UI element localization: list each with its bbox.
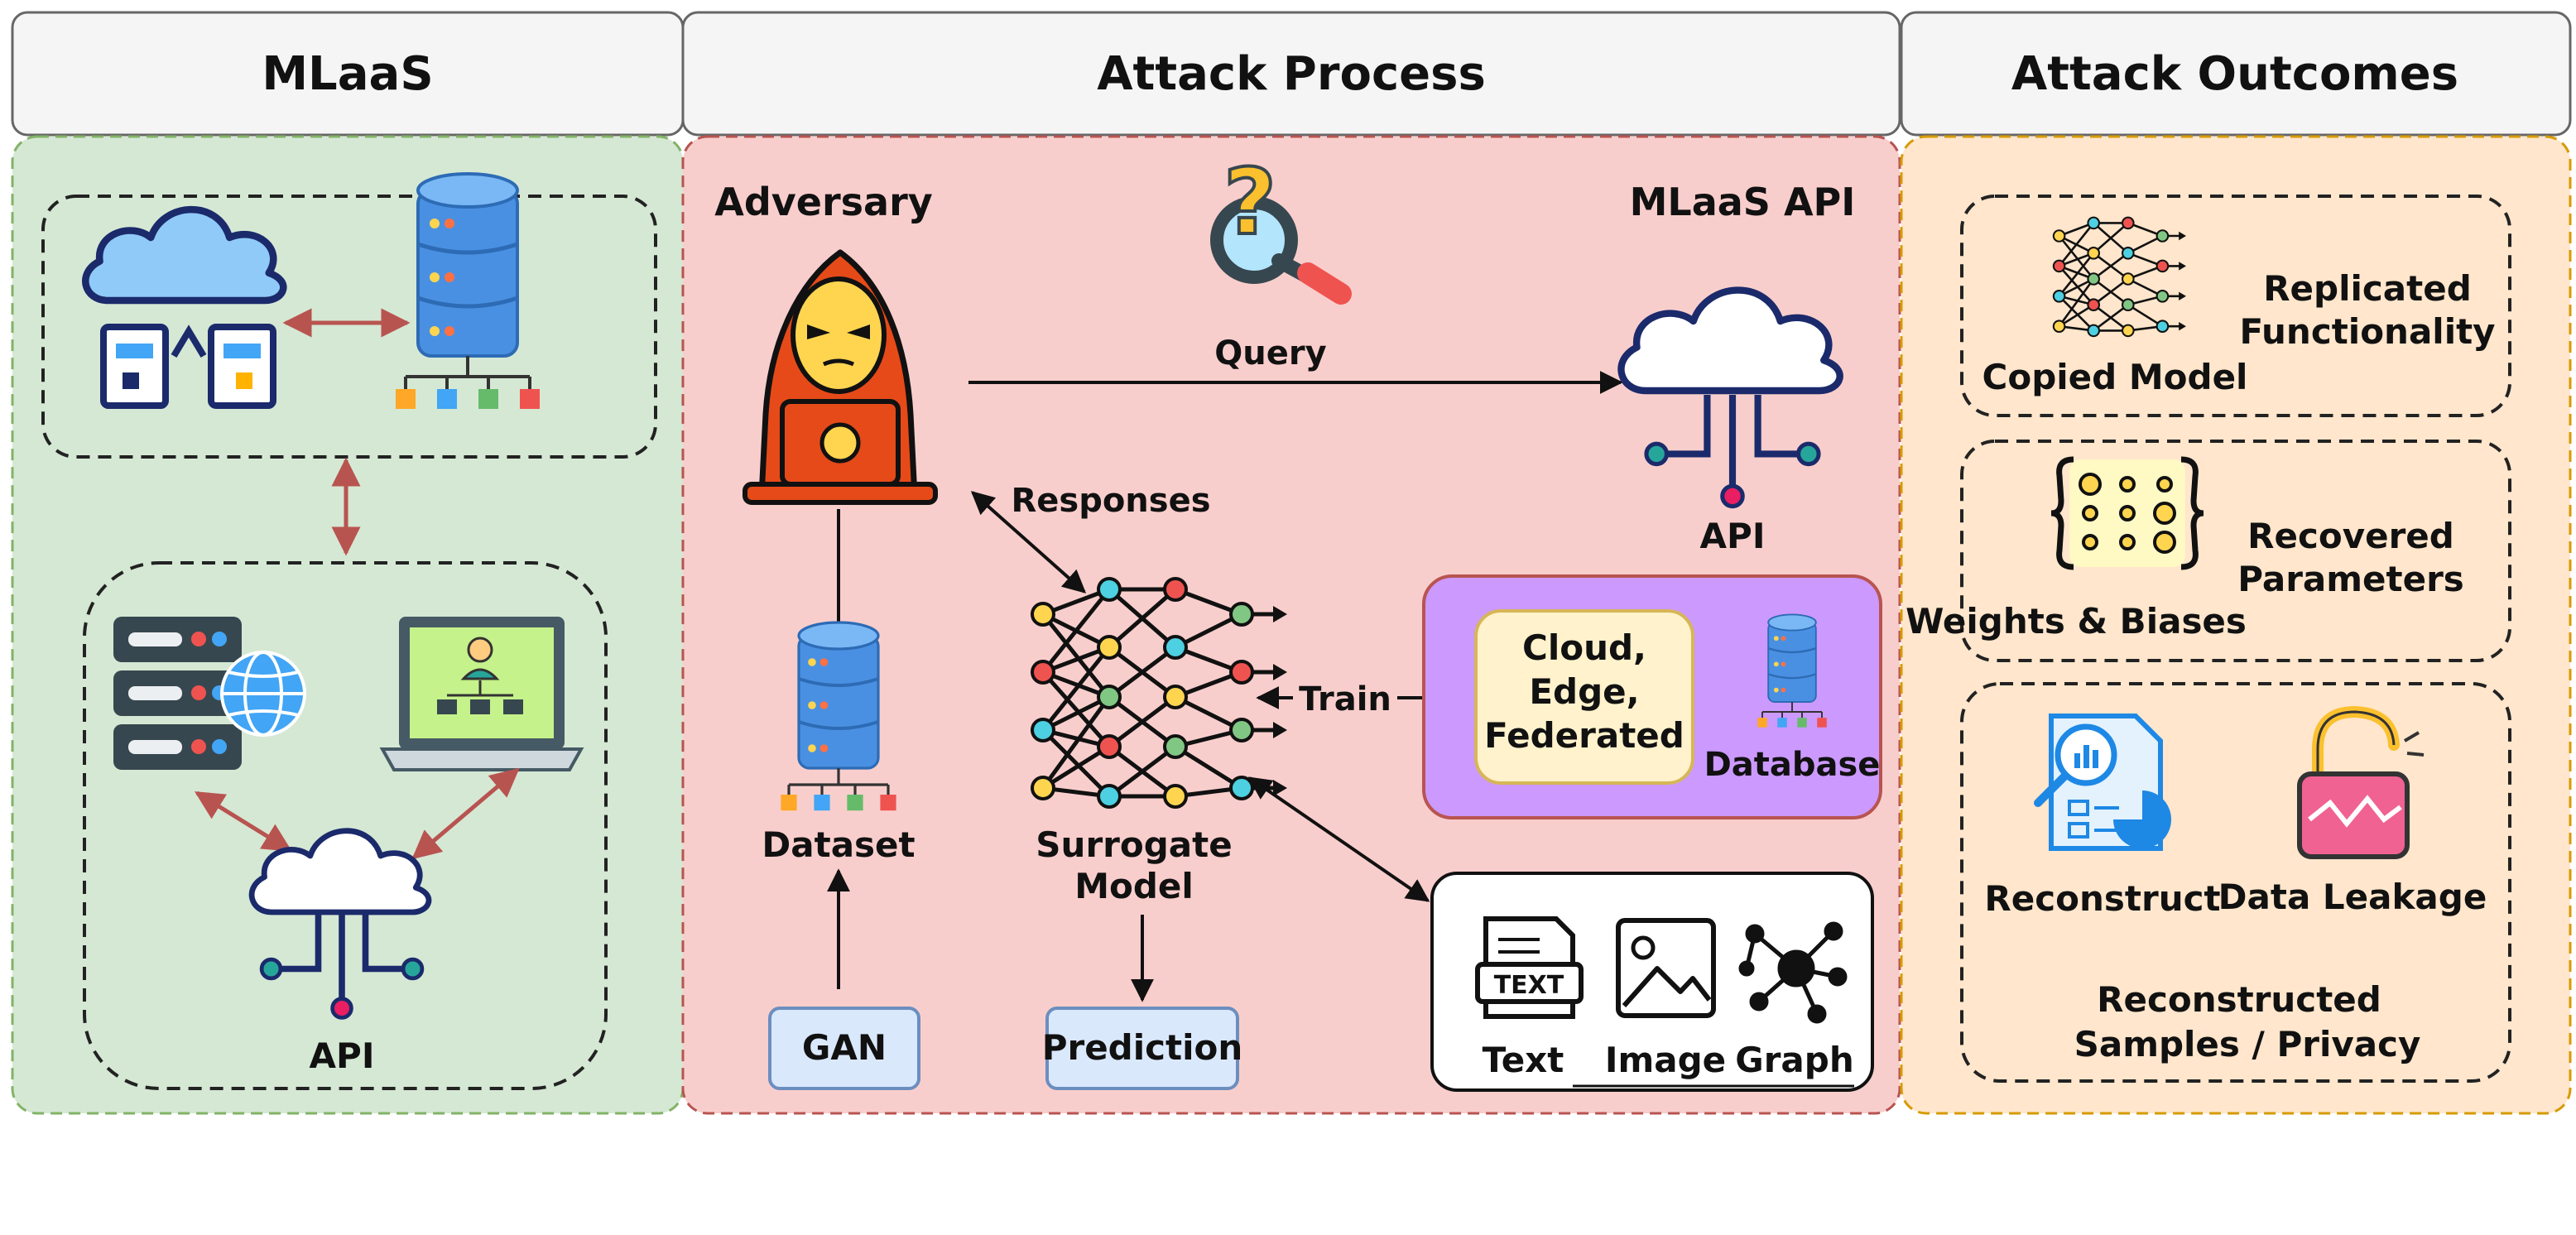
deployment-database-label: Database — [1704, 746, 1881, 784]
responses-arrow — [970, 491, 1087, 593]
recovered-line1: Recovered — [2247, 516, 2454, 556]
header-mlaas: MLaaS — [11, 11, 685, 137]
server-cloud-link — [195, 790, 292, 853]
server-rack-icon — [113, 617, 242, 770]
broken-lock-icon — [2297, 705, 2425, 859]
attack-outcomes-panel — [1900, 135, 2572, 1115]
image-label: Image — [1605, 1040, 1726, 1080]
globe-icon — [220, 651, 306, 737]
responses-label: Responses — [1011, 482, 1210, 520]
adversary-label: Adversary — [714, 180, 933, 224]
server-units-icon — [100, 324, 276, 409]
laptop-icon — [379, 617, 584, 771]
data-leakage-label: Data Leakage — [2218, 877, 2487, 917]
text-label: Text — [1483, 1040, 1564, 1080]
modality-group: TEXT Text Image Graph — [1430, 872, 1874, 1092]
mlaas-api-label: API — [310, 1036, 375, 1076]
header-attack-process: Attack Process — [681, 11, 1901, 137]
recovered-line2: Parameters — [2237, 559, 2464, 599]
surrogate-label-line2: Model — [1074, 866, 1194, 906]
weights-group — [1960, 440, 2511, 662]
gan-label: GAN — [802, 1027, 887, 1068]
graph-icon — [1738, 921, 1848, 1024]
text-document-icon: TEXT — [1475, 916, 1584, 1019]
image-icon — [1616, 918, 1716, 1018]
header-attack-outcomes-label: Attack Outcomes — [2011, 47, 2458, 101]
prediction-label: Prediction — [1042, 1027, 1243, 1068]
header-attack-process-label: Attack Process — [1097, 47, 1486, 101]
train-label: Train — [1299, 680, 1391, 718]
text-icon-word: TEXT — [1494, 971, 1564, 1000]
deployment-line1: Cloud, — [1522, 627, 1646, 668]
magnifier-question-icon: ? — [1210, 147, 1352, 305]
prediction-button: Prediction — [1042, 1007, 1243, 1090]
deployment-group: Cloud, Edge, Federated Database — [1422, 574, 1882, 819]
header-mlaas-label: MLaaS — [262, 47, 433, 101]
mlaas-panel — [11, 135, 685, 1115]
hacker-icon — [743, 249, 938, 505]
reconstructed-line1: Reconstructed — [2097, 979, 2381, 1020]
client-access-group — [83, 561, 608, 1090]
deployment-line2: Edge, — [1529, 671, 1639, 712]
weights-matrix-icon — [2050, 456, 2204, 570]
graph-label: Graph — [1735, 1040, 1854, 1080]
replicated-line1: Replicated — [2263, 268, 2472, 309]
reconstruct-label: Reconstruct — [1984, 878, 2220, 919]
gan-button: GAN — [768, 1007, 920, 1090]
report-icon — [2034, 714, 2171, 851]
copied-model-group — [1960, 195, 2511, 417]
reconstruct-group — [1960, 682, 2511, 1083]
modality-arrow — [1247, 776, 1430, 902]
copied-model-label: Copied Model — [1982, 357, 2248, 397]
mlaas-api-sub-label: API — [1700, 516, 1766, 556]
weights-label: Weights & Biases — [1906, 601, 2247, 642]
query-label: Query — [1214, 334, 1326, 372]
svg-text:?: ? — [1223, 149, 1276, 255]
surrogate-label-line1: Surrogate — [1036, 824, 1232, 865]
deployment-line3: Federated — [1484, 715, 1684, 756]
header-attack-outcomes: Attack Outcomes — [1900, 11, 2572, 137]
mlaas-api-title: MLaaS API — [1630, 180, 1856, 224]
replicated-line2: Functionality — [2239, 311, 2495, 352]
cloud-storage-group — [41, 195, 657, 459]
reconstructed-line2: Samples / Privacy — [2074, 1024, 2421, 1064]
train-label-bg — [1293, 677, 1397, 718]
dataset-label: Dataset — [762, 824, 915, 865]
laptop-cloud-link — [411, 767, 520, 860]
cloud-icon — [82, 205, 287, 305]
